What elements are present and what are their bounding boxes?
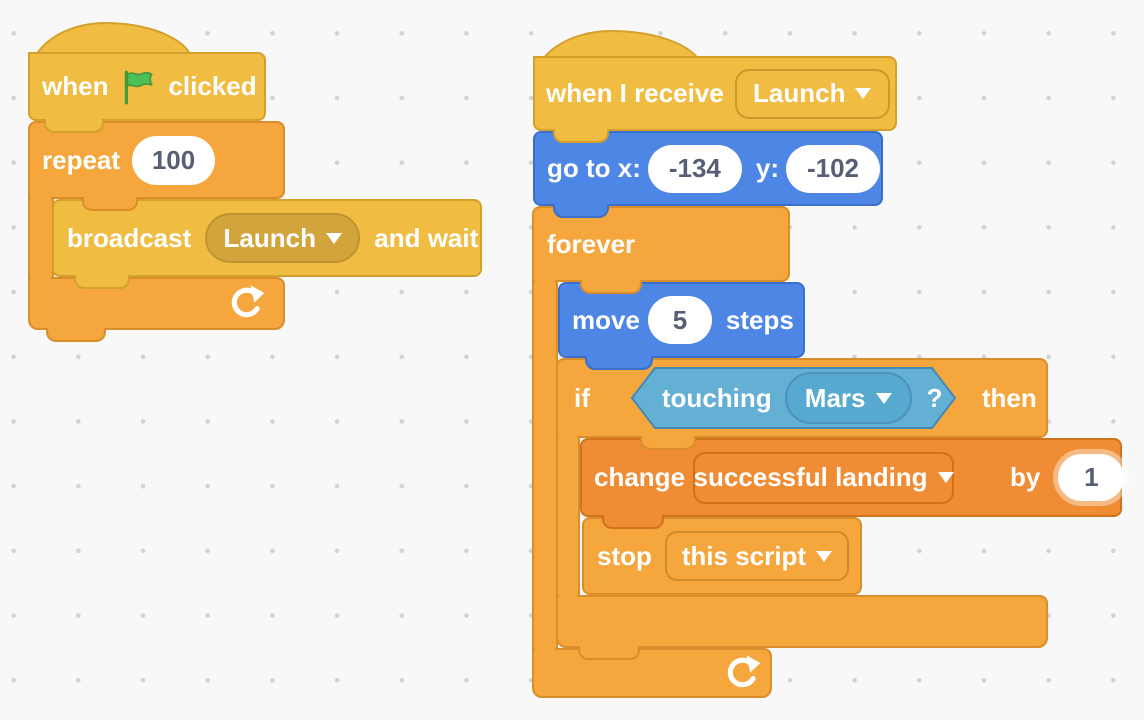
if-block-bottom — [556, 595, 1048, 648]
block-bump — [553, 129, 609, 143]
and-wait-label: and wait — [374, 222, 479, 253]
broadcast-message-value: Launch — [223, 222, 316, 253]
block-bump — [46, 328, 106, 342]
block-seam-patch — [31, 274, 51, 280]
when-label: when — [42, 71, 109, 101]
receive-message-dropdown[interactable]: Launch — [734, 68, 890, 119]
receive-message-value: Launch — [753, 78, 846, 108]
block-seam-patch — [559, 435, 577, 441]
by-label: by — [1010, 462, 1041, 492]
repeat-block-arm — [28, 199, 54, 277]
change-amount-input[interactable]: 1 — [1058, 454, 1125, 501]
move-steps-block[interactable]: move 5 steps — [558, 282, 805, 358]
y-label: y: — [755, 153, 779, 183]
block-bump — [578, 646, 640, 660]
block-inner-bump — [580, 280, 642, 294]
repeat-times-input[interactable]: 100 — [132, 135, 216, 185]
block-seam-patch — [535, 279, 555, 285]
repeat-block[interactable]: repeat 100 — [28, 121, 285, 199]
y-coordinate-input[interactable]: -102 — [786, 144, 880, 193]
forever-label: forever — [547, 228, 636, 259]
loop-arrow-icon — [722, 653, 762, 693]
then-label: then — [981, 382, 1037, 413]
dropdown-arrow-icon — [937, 472, 954, 483]
touching-target-dropdown[interactable]: Mars — [784, 372, 912, 424]
block-bump — [585, 356, 653, 370]
block-bump — [602, 515, 664, 529]
variable-dropdown[interactable]: successful landing — [693, 451, 955, 504]
if-label: if — [574, 382, 590, 413]
touching-target-value: Mars — [804, 382, 866, 413]
block-bump — [74, 275, 130, 289]
x-coordinate-input[interactable]: -134 — [647, 144, 742, 193]
block-seam-patch — [535, 645, 555, 651]
stop-option-dropdown[interactable]: this script — [664, 531, 849, 581]
go-to-x-label: go to x: — [547, 153, 641, 183]
dropdown-arrow-icon — [855, 88, 872, 99]
go-to-xy-block[interactable]: go to x: -134 y: -102 — [533, 131, 883, 206]
repeat-label: repeat — [42, 144, 121, 175]
repeat-block-bottom — [28, 277, 285, 330]
clicked-label: clicked — [168, 71, 257, 101]
dropdown-arrow-icon — [816, 550, 833, 562]
broadcast-message-dropdown[interactable]: Launch — [205, 213, 361, 263]
green-flag-icon — [119, 68, 157, 106]
block-seam-patch — [559, 592, 577, 598]
stop-block[interactable]: stop this script — [582, 517, 862, 595]
question-mark-label: ? — [926, 382, 943, 413]
touching-condition-hexagon[interactable]: touching Mars ? — [630, 367, 956, 429]
dropdown-arrow-icon — [875, 392, 892, 404]
broadcast-and-wait-block[interactable]: broadcast Launch and wait — [52, 199, 482, 277]
block-bump — [553, 204, 609, 218]
when-i-receive-block[interactable]: when I receive Launch — [533, 56, 897, 131]
variable-value: successful landing — [693, 462, 928, 492]
loop-arrow-icon — [226, 283, 266, 323]
change-label: change — [594, 462, 686, 492]
move-label: move — [572, 304, 640, 335]
when-i-receive-label: when I receive — [546, 78, 724, 108]
if-block-arm — [556, 438, 580, 595]
stop-option-value: this script — [681, 540, 807, 571]
steps-input[interactable]: 5 — [647, 296, 712, 344]
block-bump — [44, 119, 104, 133]
block-seam-patch — [31, 196, 51, 202]
broadcast-label: broadcast — [67, 222, 192, 253]
stop-label: stop — [597, 540, 652, 571]
steps-label: steps — [725, 304, 794, 335]
when-flag-clicked-block[interactable]: when clicked — [28, 52, 266, 121]
change-variable-block[interactable]: change successful landing by 1 — [580, 438, 1125, 517]
block-inner-bump — [640, 436, 696, 450]
block-inner-bump — [82, 197, 138, 211]
dropdown-arrow-icon — [325, 232, 342, 244]
forever-block[interactable]: forever — [532, 206, 790, 282]
if-then-block[interactable]: if touching Mars ? then — [556, 358, 1048, 438]
forever-block-arm — [532, 282, 558, 648]
touching-label: touching — [661, 382, 772, 413]
